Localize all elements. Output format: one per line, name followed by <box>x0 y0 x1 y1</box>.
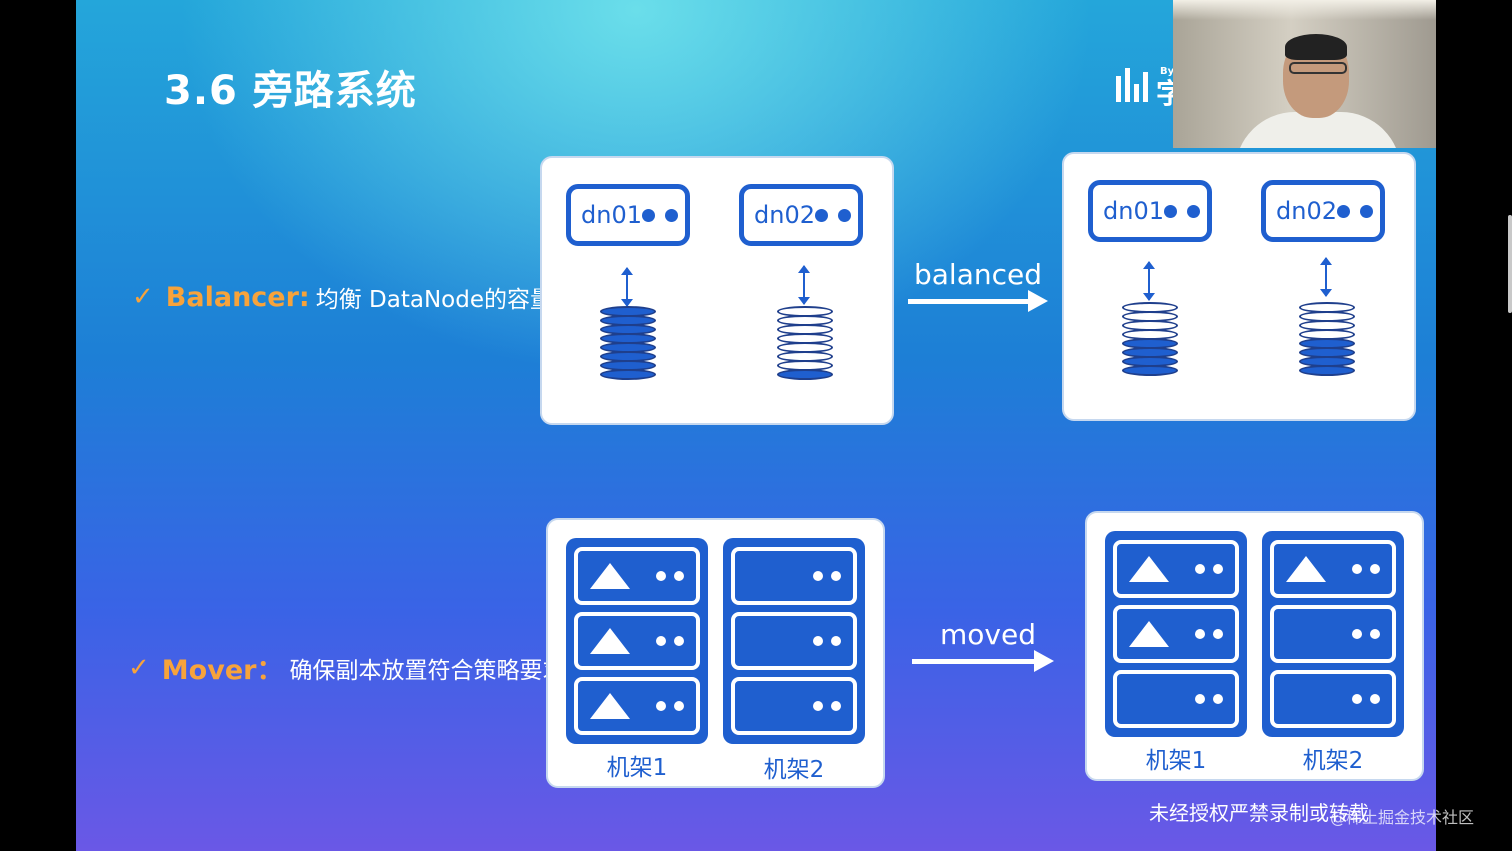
rack-label: 机架2 <box>763 757 825 783</box>
server-unit <box>1270 605 1396 663</box>
bullet-mover: ✓ Mover： 确保副本放置符合策略要求 <box>128 648 565 687</box>
right-arrow-icon <box>908 290 1048 312</box>
datanode-label: dn01 <box>1103 197 1164 225</box>
disk-layer <box>600 369 656 380</box>
server-dots-icon <box>656 636 684 646</box>
right-arrow-icon <box>912 650 1054 672</box>
server-unit <box>574 677 700 735</box>
server-unit <box>1270 670 1396 728</box>
status-dots-icon <box>641 208 678 222</box>
datanode-box: dn02 <box>739 184 863 246</box>
server-unit <box>1270 540 1396 598</box>
check-icon: ✓ <box>128 652 150 683</box>
platform-watermark: @稀土掘金技术社区 <box>1330 808 1475 827</box>
glasses-icon <box>1289 62 1347 74</box>
replica-triangle-icon <box>590 563 630 589</box>
server-dots-icon <box>1352 629 1380 639</box>
server-dots-icon <box>656 571 684 581</box>
scrollbar[interactable] <box>1508 215 1512 313</box>
server-unit <box>574 612 700 670</box>
check-icon: ✓ <box>132 282 154 312</box>
arrow-label-moved: moved <box>940 618 1036 651</box>
rack <box>1262 531 1404 737</box>
copyright-notice: 未经授权严禁录制或转载 <box>1149 801 1369 825</box>
datanode-label: dn02 <box>1276 197 1337 225</box>
logo-by-text: By <box>1160 66 1175 77</box>
replica-triangle-icon <box>1129 621 1169 647</box>
disk-stack-icon <box>1299 302 1355 376</box>
datanode-label: dn01 <box>581 201 642 229</box>
double-arrow-icon <box>1320 257 1332 297</box>
bullet-balancer: ✓ Balancer: 均衡 DataNode的容量 <box>132 280 553 314</box>
server-dots-icon <box>1195 564 1223 574</box>
presenter-webcam <box>1173 0 1436 148</box>
rack-label: 机架2 <box>1302 748 1364 774</box>
bullet-description: 均衡 DataNode的容量 <box>315 287 553 313</box>
balancer-after-card: dn01 dn02 <box>1062 152 1416 421</box>
disk-layer <box>1299 365 1355 376</box>
datanode-box: dn01 <box>1088 180 1212 242</box>
double-arrow-icon <box>1143 261 1155 301</box>
disk-layer <box>777 369 833 380</box>
server-unit <box>731 612 857 670</box>
bullet-keyword: Balancer: <box>165 281 310 313</box>
disk-stack-icon <box>1122 302 1178 376</box>
replica-triangle-icon <box>1286 556 1326 582</box>
rack <box>1105 531 1247 737</box>
server-unit <box>574 547 700 605</box>
server-dots-icon <box>1195 694 1223 704</box>
status-dots-icon <box>1336 204 1373 218</box>
rack-label: 机架1 <box>606 755 668 781</box>
slide-title: 3.6 旁路系统 <box>164 68 417 114</box>
arrow-label-balanced: balanced <box>914 258 1043 291</box>
server-dots-icon <box>656 701 684 711</box>
datanode-label: dn02 <box>754 201 815 229</box>
server-dots-icon <box>813 571 841 581</box>
server-dots-icon <box>1352 564 1380 574</box>
mover-before-card: 机架1 机架2 <box>546 518 885 788</box>
double-arrow-icon <box>621 267 633 307</box>
disk-stack-icon <box>600 306 656 380</box>
replica-triangle-icon <box>590 628 630 654</box>
server-unit <box>1113 540 1239 598</box>
disk-stack-icon <box>777 306 833 380</box>
disk-layer <box>1122 365 1178 376</box>
server-unit <box>731 547 857 605</box>
status-dots-icon <box>814 208 851 222</box>
bullet-description: 确保副本放置符合策略要求 <box>289 657 566 684</box>
server-dots-icon <box>813 701 841 711</box>
replica-triangle-icon <box>1129 556 1169 582</box>
rack <box>723 538 865 744</box>
server-unit <box>1113 605 1239 663</box>
rack <box>566 538 708 744</box>
replica-triangle-icon <box>590 693 630 719</box>
double-arrow-icon <box>798 265 810 305</box>
balancer-before-card: dn01 dn02 <box>540 156 894 425</box>
datanode-box: dn01 <box>566 184 690 246</box>
bullet-keyword: Mover： <box>161 655 284 686</box>
status-dots-icon <box>1163 204 1200 218</box>
server-unit <box>1113 670 1239 728</box>
server-unit <box>731 677 857 735</box>
rack-label: 机架1 <box>1145 748 1207 774</box>
server-dots-icon <box>1195 629 1223 639</box>
server-dots-icon <box>1352 694 1380 704</box>
datanode-box: dn02 <box>1261 180 1385 242</box>
mover-after-card: 机架1 机架2 <box>1085 511 1424 781</box>
server-dots-icon <box>813 636 841 646</box>
